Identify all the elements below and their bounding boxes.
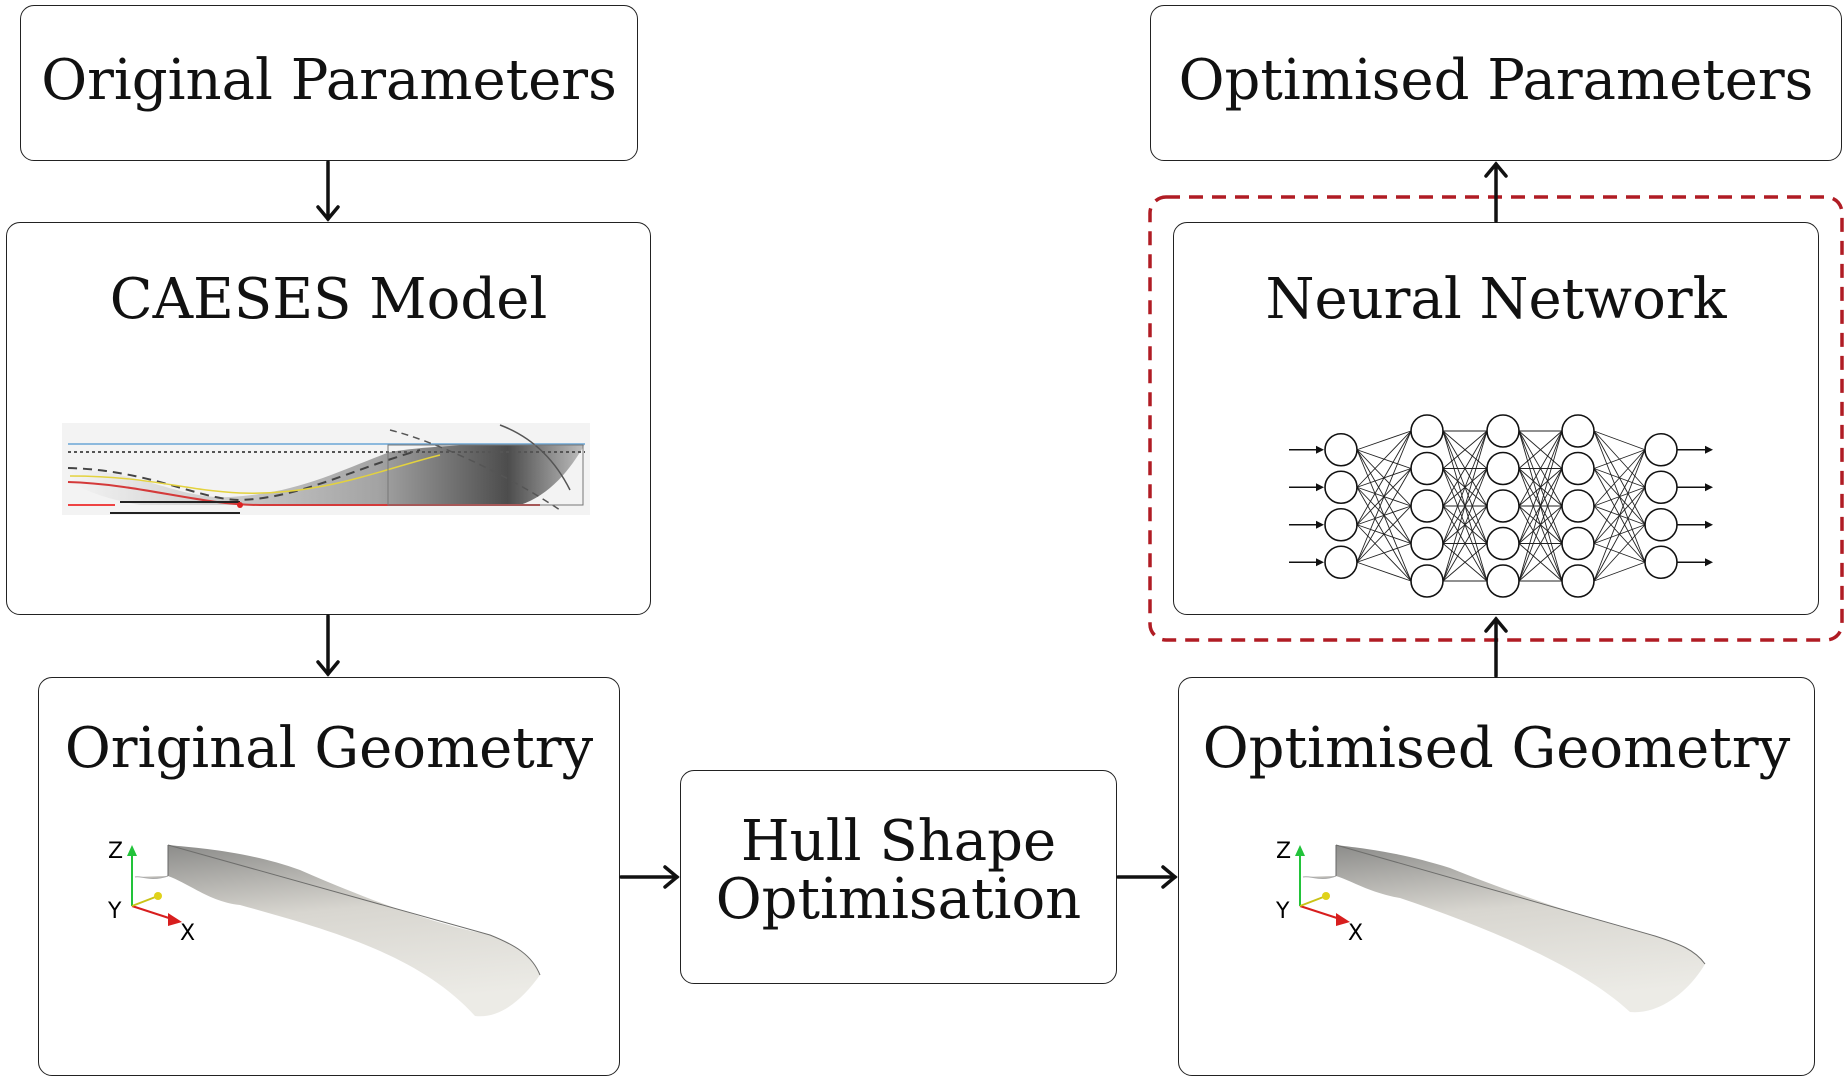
original-geometry-label: Original Geometry [64, 716, 594, 781]
original-axis-y: Y [107, 899, 122, 924]
optimised-axis-y: Y [1275, 899, 1290, 924]
nn-connection [1356, 561, 1412, 582]
nn-node [1410, 451, 1444, 486]
optimised-hull-3d [1302, 844, 1706, 1013]
original-axis-triad: Z Y X [107, 839, 195, 946]
nn-connection [1518, 505, 1563, 582]
nn-node [1486, 564, 1520, 598]
nn-node [1410, 414, 1444, 448]
nn-connection [1518, 430, 1563, 469]
nn-node [1561, 564, 1595, 598]
neural-network-graphic [1289, 414, 1713, 598]
nn-connection [1356, 505, 1412, 563]
nn-connection [1518, 430, 1563, 544]
caeses-model-label: CAESES Model [109, 267, 548, 332]
optimised-parameters-box: Optimised Parameters [1150, 5, 1842, 161]
hull-shape-label-line1: Hull Shape [740, 809, 1057, 874]
nn-connection [1356, 430, 1412, 525]
optimised-geometry-box: Optimised Geometry [1178, 677, 1815, 1076]
nn-node [1410, 564, 1444, 598]
nn-connection [1356, 543, 1412, 563]
nn-connection [1442, 430, 1488, 582]
nn-input-arrowhead [1316, 445, 1324, 454]
neural-network-label: Neural Network [1265, 267, 1727, 332]
nn-node [1324, 432, 1358, 467]
nn-node [1644, 432, 1678, 467]
nn-connection [1518, 468, 1563, 582]
original-hull-3d [134, 844, 541, 1017]
hull-shape-label-line2: Optimisation [715, 867, 1082, 932]
nn-node [1486, 451, 1520, 486]
nn-output-arrowhead [1705, 445, 1713, 454]
nn-node [1644, 470, 1678, 505]
arrow-geometry-to-neural [1484, 616, 1508, 678]
nn-connection [1593, 430, 1646, 451]
nn-node [1561, 489, 1595, 523]
nn-output-arrowhead [1705, 520, 1713, 529]
optimised-axis-triad: Z Y X [1275, 839, 1363, 946]
nn-connection [1593, 449, 1646, 507]
original-axis-x: X [180, 921, 195, 946]
nn-connection [1442, 430, 1488, 469]
nn-connection [1593, 487, 1646, 582]
nn-node [1644, 545, 1678, 580]
nn-connection [1356, 430, 1412, 563]
nn-connection [1442, 543, 1488, 582]
optimised-parameters-label: Optimised Parameters [1178, 48, 1814, 113]
nn-node [1324, 507, 1358, 542]
nn-connection [1593, 449, 1646, 469]
original-axis-z: Z [108, 839, 123, 864]
nn-input-arrowhead [1316, 520, 1324, 529]
caeses-hull-image [62, 423, 590, 515]
original-parameters-label: Original Parameters [41, 48, 617, 113]
nn-connection [1593, 561, 1646, 582]
nn-connection [1442, 430, 1488, 544]
nn-connection [1593, 449, 1646, 582]
nn-input-arrowhead [1316, 558, 1324, 567]
optimised-axis-z: Z [1276, 839, 1291, 864]
nn-connection [1356, 468, 1412, 563]
arrow-geometry-to-hull [619, 865, 680, 889]
nn-node [1324, 545, 1358, 580]
nn-node [1561, 451, 1595, 486]
caeses-model-box: CAESES Model [6, 222, 651, 615]
flow-arrows [316, 160, 1508, 889]
nn-node [1486, 414, 1520, 448]
hull-shape-optimisation-box: Hull Shape Optimisation [680, 770, 1117, 984]
nn-connection [1356, 430, 1412, 451]
nn-connection [1518, 430, 1563, 507]
nn-connection [1442, 430, 1488, 507]
nn-connection [1593, 524, 1646, 582]
arrow-neural-to-params [1484, 161, 1508, 223]
nn-node [1410, 526, 1444, 561]
nn-connection [1518, 543, 1563, 582]
arrow-caeses-to-geometry [316, 614, 340, 677]
nn-connection [1442, 468, 1488, 582]
nn-node [1486, 489, 1520, 523]
nn-connection [1356, 430, 1412, 488]
nn-node [1561, 414, 1595, 448]
nn-node [1486, 526, 1520, 561]
original-parameters-box: Original Parameters [20, 5, 638, 161]
nn-node [1561, 526, 1595, 561]
nn-connection [1518, 430, 1563, 582]
optimised-geometry-label: Optimised Geometry [1202, 716, 1791, 781]
nn-node [1324, 470, 1358, 505]
nn-output-arrowhead [1705, 558, 1713, 567]
arrow-params-to-caeses [316, 160, 340, 222]
nn-input-arrowhead [1316, 483, 1324, 492]
nn-connection [1442, 505, 1488, 582]
arrow-hull-to-optimised-geometry [1116, 865, 1178, 889]
nn-output-arrowhead [1705, 483, 1713, 492]
nn-connection [1593, 449, 1646, 544]
nn-node [1410, 489, 1444, 523]
optimised-axis-x: X [1348, 921, 1363, 946]
nn-node [1644, 507, 1678, 542]
